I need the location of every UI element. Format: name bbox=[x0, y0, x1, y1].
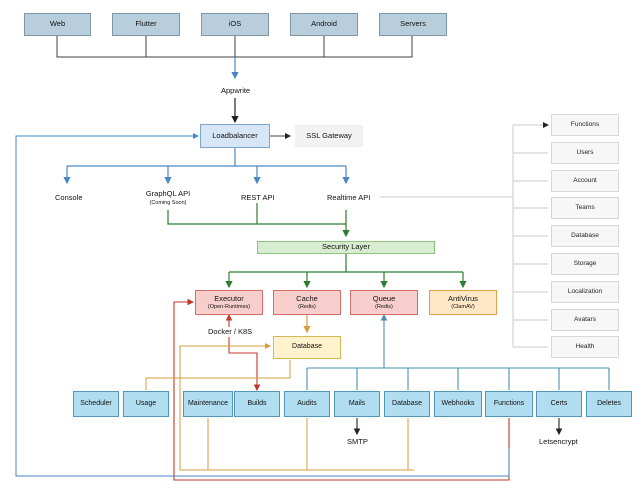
realtime-api-label: Realtime API bbox=[327, 193, 371, 202]
worker-label: Mails bbox=[348, 399, 366, 407]
executor: Executor (Open-Runtimes) bbox=[195, 290, 263, 315]
worker-label: Builds bbox=[247, 399, 267, 407]
cache-note: (Redis) bbox=[298, 304, 316, 311]
service-label: Teams bbox=[575, 204, 595, 212]
queue-label: Queue bbox=[372, 293, 396, 303]
service-storage: Storage bbox=[551, 253, 619, 275]
queue-note: (Redis) bbox=[375, 304, 393, 311]
worker-label: Usage bbox=[135, 399, 157, 407]
service-label: Storage bbox=[573, 260, 597, 268]
worker-label: Certs bbox=[550, 399, 568, 407]
ssl-gateway-label: SSL Gateway bbox=[306, 130, 352, 140]
antivirus-label: AntiVirus bbox=[448, 293, 478, 303]
worker-label: Maintenance bbox=[187, 399, 229, 407]
service-label: Database bbox=[571, 232, 599, 240]
worker-label: Webhooks bbox=[441, 399, 475, 407]
worker-audits: Audits bbox=[284, 391, 330, 417]
service-label: Localization bbox=[567, 288, 603, 296]
worker-label: Database bbox=[392, 399, 422, 407]
service-database: Database bbox=[551, 225, 619, 247]
client-web: Web bbox=[24, 13, 91, 36]
client-label: Web bbox=[49, 19, 66, 29]
service-teams: Teams bbox=[551, 197, 619, 219]
client-flutter: Flutter bbox=[112, 13, 180, 36]
loadbalancer: Loadbalancer bbox=[200, 124, 270, 148]
database-store: Database bbox=[273, 336, 341, 359]
worker-usage: Usage bbox=[123, 391, 169, 417]
worker-label: Scheduler bbox=[80, 399, 112, 407]
service-avatars: Avatars bbox=[551, 309, 619, 331]
ssl-gateway: SSL Gateway bbox=[295, 125, 363, 147]
worker-database: Database bbox=[384, 391, 430, 417]
client-android: Android bbox=[290, 13, 358, 36]
graphql-api: GraphQL API (Coming Soon) bbox=[138, 186, 198, 210]
service-localization: Localization bbox=[551, 281, 619, 303]
security-layer-label: Security Layer bbox=[322, 242, 370, 252]
service-users: Users bbox=[551, 142, 619, 164]
service-label: Account bbox=[573, 177, 597, 185]
security-layer: Security Layer bbox=[257, 241, 435, 254]
loadbalancer-label: Loadbalancer bbox=[212, 130, 258, 140]
client-label: Android bbox=[311, 19, 337, 29]
graphql-api-note: (Coming Soon) bbox=[149, 199, 187, 206]
docker-k8s-label: Docker / K8S bbox=[208, 327, 253, 336]
client-label: iOS bbox=[228, 19, 242, 29]
service-health: Health bbox=[551, 336, 619, 358]
worker-functions: Functions bbox=[485, 391, 533, 417]
database-store-label: Database bbox=[292, 343, 322, 351]
appwrite-label: Appwrite bbox=[221, 86, 251, 95]
worker-label: Deletes bbox=[597, 399, 621, 407]
antivirus: AntiVirus (ClamAV) bbox=[429, 290, 497, 315]
cache: Cache (Redis) bbox=[273, 290, 341, 315]
client-ios: iOS bbox=[201, 13, 269, 36]
rest-api-label: REST API bbox=[241, 193, 275, 202]
antivirus-note: (ClamAV) bbox=[451, 304, 475, 311]
client-label: Flutter bbox=[135, 19, 157, 29]
client-label: Servers bbox=[400, 19, 426, 29]
graphql-api-label: GraphQL API bbox=[145, 189, 191, 199]
worker-label: Audits bbox=[297, 399, 317, 407]
executor-label: Executor bbox=[214, 293, 244, 303]
cache-label: Cache bbox=[296, 293, 318, 303]
worker-certs: Certs bbox=[536, 391, 582, 417]
worker-builds: Builds bbox=[234, 391, 280, 417]
worker-deletes: Deletes bbox=[586, 391, 632, 417]
worker-webhooks: Webhooks bbox=[434, 391, 482, 417]
service-label: Health bbox=[575, 343, 595, 351]
queue: Queue (Redis) bbox=[350, 290, 418, 315]
worker-mails: Mails bbox=[334, 391, 380, 417]
service-label: Users bbox=[576, 149, 594, 157]
service-functions: Functions bbox=[551, 114, 619, 136]
executor-note: (Open-Runtimes) bbox=[207, 304, 251, 311]
worker-label: Functions bbox=[493, 399, 525, 407]
console-label: Console bbox=[55, 193, 83, 202]
service-account: Account bbox=[551, 170, 619, 192]
service-label: Functions bbox=[570, 121, 600, 129]
worker-maintenance: Maintenance bbox=[183, 391, 233, 417]
client-servers: Servers bbox=[379, 13, 447, 36]
smtp-label: SMTP bbox=[347, 437, 368, 446]
service-label: Avatars bbox=[574, 316, 596, 324]
letsencrypt-label: Letsencrypt bbox=[539, 437, 578, 446]
worker-scheduler: Scheduler bbox=[73, 391, 119, 417]
